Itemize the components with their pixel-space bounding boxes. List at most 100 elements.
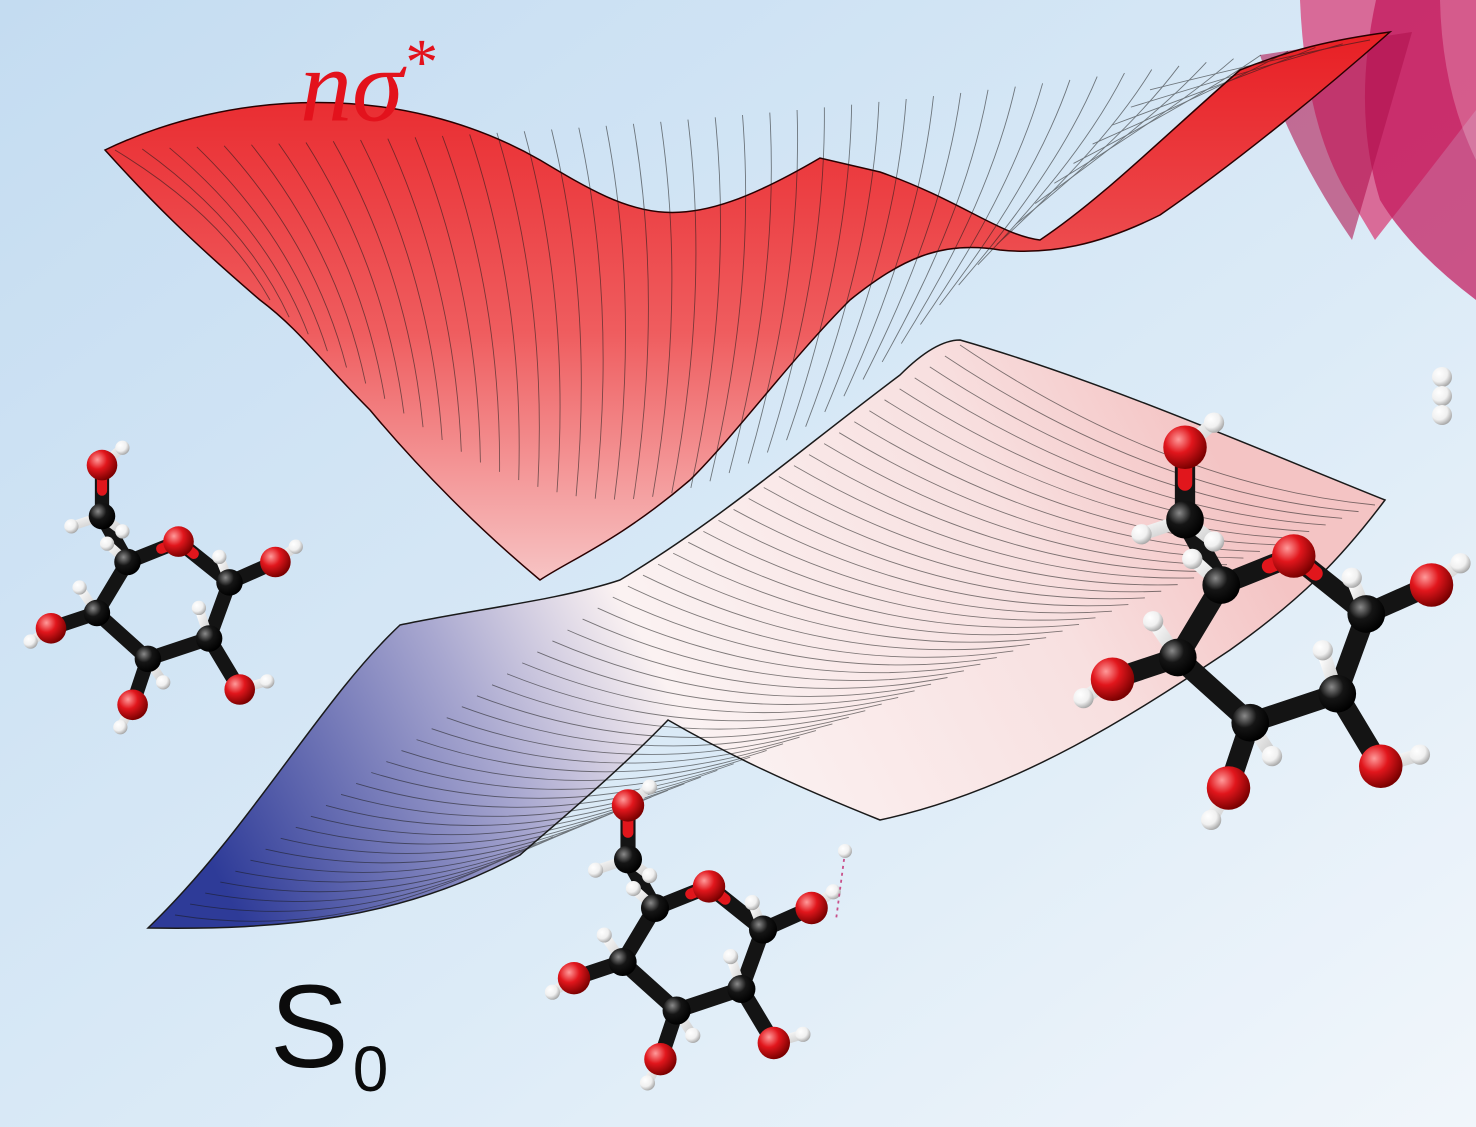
- mesh-line: [1034, 62, 1207, 204]
- mesh-line: [597, 607, 981, 674]
- mesh-line: [446, 717, 817, 755]
- mesh-line: [824, 98, 907, 413]
- mesh-line: [356, 769, 718, 808]
- mesh-line: [900, 86, 1016, 344]
- mesh-line: [414, 137, 481, 463]
- mesh-line: [461, 706, 833, 747]
- mesh-line: [642, 574, 1030, 651]
- mesh-line: [567, 629, 948, 689]
- mesh-line: [914, 377, 1326, 526]
- mesh-line: [506, 673, 882, 722]
- mesh-line: [996, 69, 1153, 245]
- mesh-line: [690, 117, 721, 489]
- mesh-line: [552, 640, 932, 697]
- mesh-line: [748, 498, 1145, 600]
- mesh-line: [332, 141, 424, 428]
- mesh-line: [605, 125, 626, 500]
- mesh-line: [671, 119, 697, 494]
- mesh-line: [843, 95, 934, 397]
- mesh-line: [778, 476, 1178, 586]
- ground-state-surface: [146, 339, 1387, 929]
- mesh-line: [652, 121, 673, 497]
- mesh-line: [627, 585, 1014, 658]
- mesh-line: [672, 552, 1063, 636]
- mesh-line: [1054, 58, 1234, 184]
- mesh-line: [709, 114, 747, 482]
- mesh-line: [793, 465, 1195, 579]
- mesh-line: [899, 388, 1310, 532]
- mesh-line: [786, 104, 853, 441]
- excited-state-label-superscript: *: [405, 26, 439, 99]
- mesh-line: [632, 123, 649, 500]
- mesh-line: [657, 563, 1047, 643]
- excited-state-surface: [103, 30, 1393, 581]
- mesh-line: [196, 146, 328, 352]
- mesh-line: [305, 142, 405, 414]
- mesh-line: [441, 135, 501, 472]
- mesh-line: [223, 145, 347, 368]
- excited-state-label-main: nσ: [300, 28, 404, 144]
- mesh-line: [944, 355, 1359, 513]
- mesh-line: [747, 110, 799, 464]
- dissociated-h-atom: [835, 844, 852, 921]
- mesh-line: [371, 763, 734, 799]
- mesh-line: [1015, 65, 1180, 225]
- mesh-line: [496, 132, 540, 487]
- mesh-line: [190, 842, 537, 912]
- mesh-line: [491, 684, 866, 730]
- mesh-line: [823, 443, 1228, 566]
- mesh-line: [295, 796, 652, 845]
- mesh-line: [360, 139, 443, 441]
- mesh-line: [431, 728, 800, 764]
- ground-state-label-main: S: [270, 961, 349, 1093]
- mesh-line: [522, 662, 899, 714]
- mesh-line: [205, 836, 554, 902]
- ground-state-label: S0: [270, 968, 388, 1101]
- mesh-line: [1149, 39, 1371, 91]
- mesh-line: [733, 509, 1129, 607]
- mesh-line: [862, 92, 962, 380]
- mesh-line: [169, 147, 309, 335]
- mesh-line: [250, 816, 603, 873]
- mesh-line: [688, 541, 1080, 628]
- mesh-line: [220, 829, 570, 893]
- mesh-line: [612, 596, 997, 666]
- mesh-line: [884, 399, 1293, 539]
- excited-state-label: nσ*: [300, 30, 438, 138]
- mesh-line: [280, 803, 636, 854]
- mesh-line: [763, 487, 1162, 593]
- mesh-line: [939, 79, 1071, 306]
- mesh-line: [920, 83, 1044, 325]
- mesh-line: [582, 618, 965, 681]
- mesh-line: [881, 89, 989, 363]
- mesh-line: [416, 739, 784, 773]
- mesh-lines: [114, 39, 1376, 922]
- mesh-line: [808, 454, 1211, 572]
- mesh-line: [114, 149, 271, 301]
- mesh-line: [703, 530, 1096, 621]
- mesh-line: [805, 101, 880, 427]
- mesh-line: [537, 651, 915, 705]
- mesh-line: [142, 148, 290, 318]
- h-atom-trail: [1432, 367, 1452, 425]
- mesh-line: [278, 143, 386, 399]
- mesh-line: [469, 134, 520, 481]
- mesh-line: [387, 138, 462, 452]
- mesh-line: [251, 144, 367, 384]
- mesh-line: [958, 76, 1098, 286]
- mesh-line: [476, 695, 849, 738]
- ground-state-label-subscript: 0: [352, 1033, 389, 1106]
- mesh-line: [718, 519, 1112, 614]
- mesh-line: [578, 127, 604, 499]
- mesh-line: [1073, 54, 1262, 164]
- mesh-line: [551, 129, 582, 497]
- mesh-line: [265, 809, 619, 864]
- mesh-line: [235, 823, 586, 883]
- mesh-line: [401, 750, 767, 781]
- mesh-line: [766, 107, 825, 453]
- mesh-line: [728, 112, 772, 474]
- mesh-line: [929, 366, 1343, 519]
- mesh-line: [523, 131, 561, 493]
